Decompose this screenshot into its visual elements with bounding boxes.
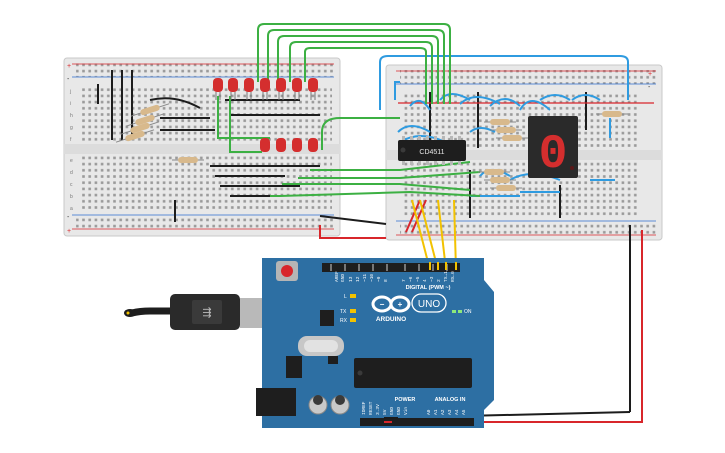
pin-label: A0 — [426, 409, 432, 415]
led-row-middle — [260, 138, 318, 152]
atmega-chip — [354, 358, 472, 388]
row-letter: f — [70, 137, 72, 143]
resistor — [115, 129, 155, 143]
rail-plus-label-right: + — [648, 71, 652, 78]
wires-green — [217, 23, 481, 197]
pin-label: RESET — [368, 401, 374, 415]
led — [276, 78, 286, 100]
display-digit: 0 — [539, 128, 568, 182]
arduino-logo-icon — [371, 295, 411, 313]
row-letter: e — [70, 158, 73, 164]
pin-label: A5 — [461, 409, 467, 415]
resistor — [490, 185, 522, 191]
row-letter: i — [70, 101, 71, 107]
pin-label: ~11 — [362, 274, 368, 282]
pin-label: 13 — [348, 276, 354, 282]
usb-symbol-icon: ⇶ — [202, 306, 211, 319]
resistor — [125, 113, 165, 127]
pin-label: GND — [389, 407, 395, 415]
resistor — [130, 103, 170, 117]
power-label: POWER — [395, 397, 416, 403]
pin-label: AREF — [334, 271, 340, 282]
pin-label: IOREF — [361, 401, 367, 415]
power-jack — [256, 388, 296, 416]
pin-label: Vin — [403, 407, 409, 415]
pin-label: 4 — [422, 279, 428, 282]
row-letter: j — [69, 89, 71, 95]
led — [292, 78, 302, 100]
reset-button-cap[interactable] — [281, 265, 293, 277]
ic-label: CD4511 — [419, 149, 444, 156]
led — [308, 78, 318, 100]
pin-label: RX←0 — [450, 271, 456, 282]
led — [308, 138, 318, 152]
resistor — [496, 135, 528, 141]
resistor — [490, 127, 522, 133]
pin-label: A1 — [433, 409, 439, 415]
pin-label: GND — [396, 407, 402, 415]
pin-label: 8 — [383, 279, 389, 282]
analog-in-label: ANALOG IN — [435, 397, 466, 403]
led — [260, 78, 270, 100]
rail-plus-label: + — [67, 63, 71, 70]
resistor — [478, 169, 510, 175]
digital-header-label: DIGITAL (PWM ~) — [406, 285, 451, 291]
row-letter: c — [70, 182, 73, 188]
seven-segment-display: 0 — [528, 116, 578, 182]
pin-label: A4 — [454, 409, 460, 415]
row-letter: h — [70, 113, 73, 119]
pin-label: ~9 — [376, 276, 382, 282]
uno-label: UNO — [418, 299, 440, 310]
resistor — [120, 121, 160, 135]
resistor — [172, 157, 204, 163]
row-letter: g — [70, 125, 73, 131]
resistor — [484, 177, 516, 183]
pin-label: 12 — [355, 276, 361, 282]
resistor — [484, 119, 516, 125]
rail-minus-label-right: - — [648, 84, 651, 91]
on-label: ON — [464, 309, 472, 315]
row-letter: b — [70, 194, 73, 200]
pin-label: ~5 — [415, 276, 421, 282]
resistor — [596, 111, 628, 117]
wires-into-arduino — [384, 262, 457, 423]
pin-label: ~3 — [429, 276, 435, 282]
arduino-brand: ARDUINO — [376, 316, 406, 323]
wires-left-black — [97, 70, 631, 419]
svg-text:−: − — [380, 300, 385, 309]
arduino-uno: AREF GND 13 12 ~11 ~10 ~9 8 7 ~6 ~5 4 ~3… — [256, 258, 494, 428]
pin-label: TX→1 — [443, 271, 449, 282]
led — [244, 78, 254, 100]
resistors-left — [115, 97, 204, 163]
led — [228, 78, 238, 100]
tx-label: TX — [340, 309, 347, 315]
rx-label: RX — [340, 318, 348, 324]
rail-minus-label: - — [67, 76, 70, 83]
svg-text:+: + — [398, 300, 403, 309]
led — [213, 78, 223, 100]
row-letter: a — [70, 206, 73, 212]
pin-label: GND — [340, 274, 346, 282]
rail-minus-label-bottom: - — [67, 214, 70, 221]
led — [276, 138, 286, 152]
pin-label: 3.3V — [375, 404, 381, 415]
led-row-top — [213, 78, 318, 100]
pin-label: ~10 — [369, 274, 375, 282]
pin-label: 5V — [382, 409, 388, 415]
l-led-label: L — [344, 294, 347, 300]
led — [292, 138, 302, 152]
pin-label: 7 — [401, 279, 407, 282]
ic-chip: CD4511 — [398, 136, 466, 165]
row-letter: d — [70, 170, 73, 176]
pin-label: ~6 — [408, 276, 414, 282]
rail-plus-label-bottom: + — [67, 228, 71, 235]
pin-label: 2 — [436, 279, 442, 282]
pin-label: A2 — [440, 409, 446, 415]
pin-label: A3 — [447, 409, 453, 415]
resistors-right — [478, 111, 628, 191]
led — [260, 138, 270, 152]
usb-cable: ⇶ — [124, 294, 276, 330]
